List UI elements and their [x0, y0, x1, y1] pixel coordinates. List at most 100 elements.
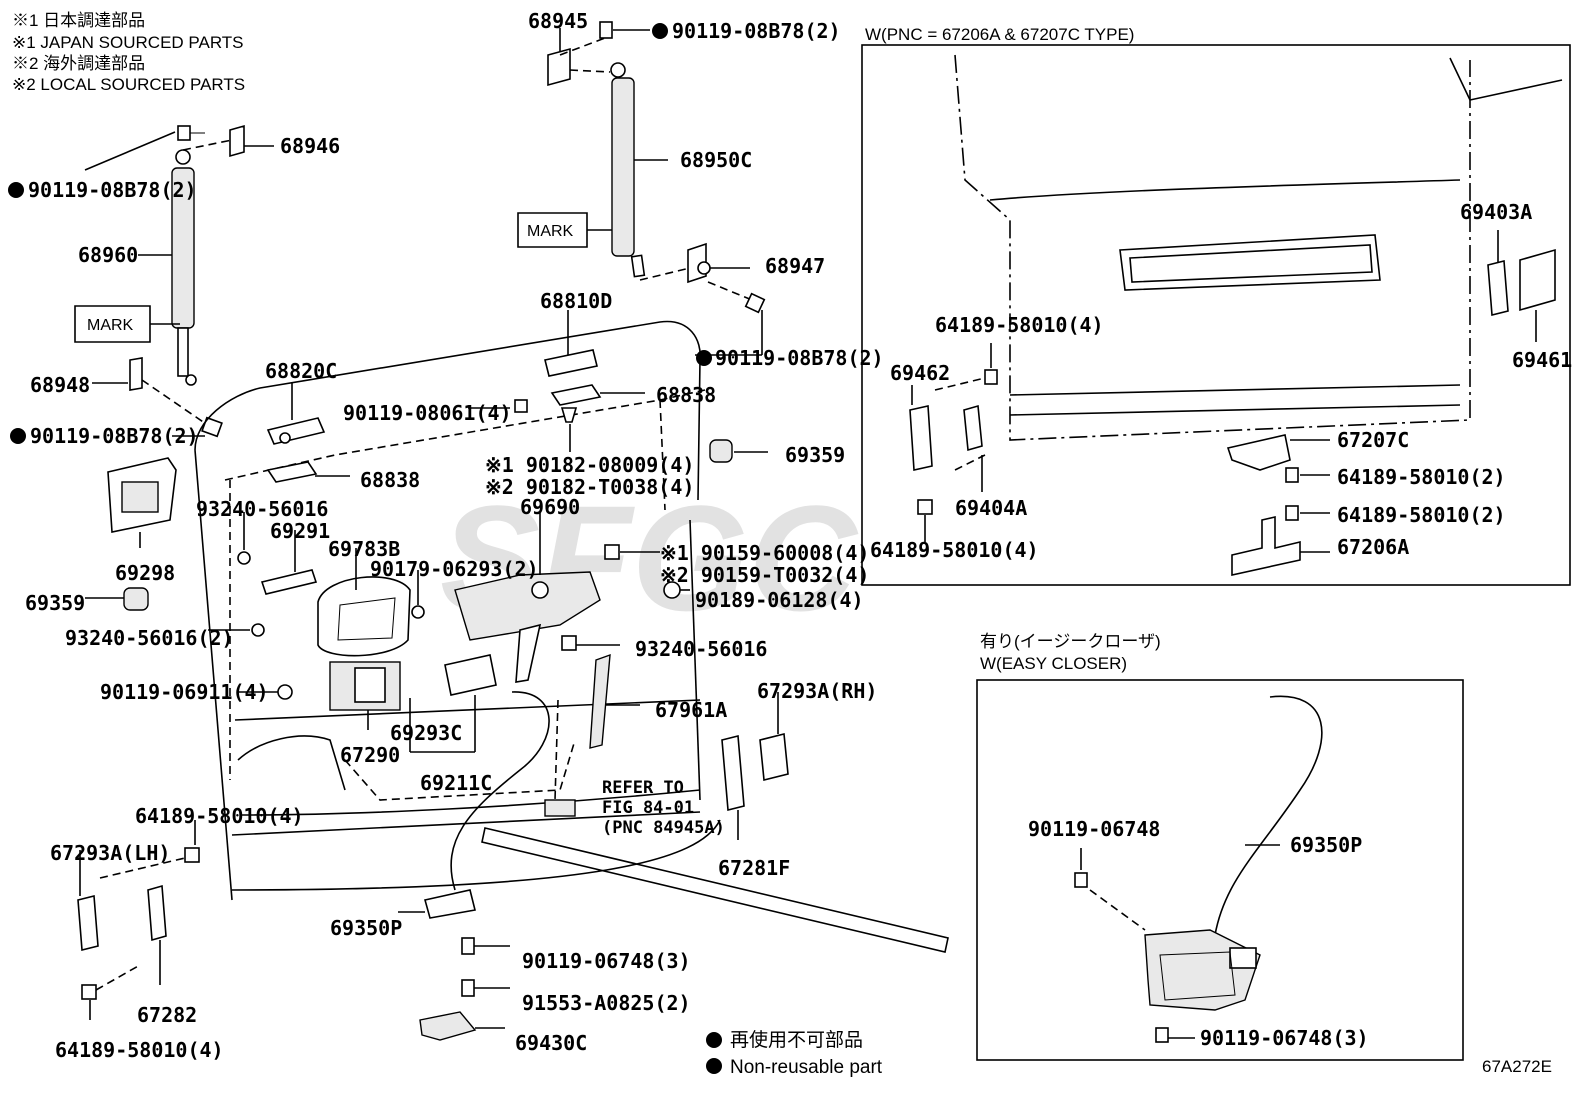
- label-64189-58010-e: 64189-58010(2): [1337, 503, 1506, 527]
- box-easy-title-en: W(EASY CLOSER): [980, 654, 1127, 673]
- refer-line-3: (PNC 84945A): [602, 818, 725, 838]
- shim-68838-icon: [266, 461, 318, 483]
- note-2-en: ※2 LOCAL SOURCED PARTS: [12, 75, 245, 94]
- bracket-67281F-icon: [721, 734, 745, 812]
- clip-icon: [560, 407, 578, 423]
- label-64189-58010-c: 64189-58010(4): [935, 313, 1104, 337]
- refer-line-2: FIG 84-01: [602, 798, 694, 818]
- actuator-69430C-icon: [419, 1011, 477, 1041]
- mark-callout-right: MARK: [517, 212, 617, 248]
- lock-69690-icon: [454, 571, 601, 683]
- bolt-icon: [81, 984, 97, 1000]
- label-69293C: 69293C: [390, 721, 462, 745]
- label-67293A-lh: 67293A(LH): [50, 841, 170, 865]
- label-69359-a: 69359: [785, 443, 845, 467]
- label-69783B: 69783B: [328, 537, 400, 561]
- figure-code: 67A272E: [1482, 1057, 1552, 1076]
- label-67961A: 67961A: [655, 698, 727, 722]
- label-64189-58010-a: 64189-58010(4): [135, 804, 304, 828]
- bracket-69461-icon: [1519, 248, 1556, 312]
- bolt-icon: [177, 125, 205, 141]
- bolt-icon: [744, 292, 766, 314]
- closer-69350P-icon: [424, 889, 476, 919]
- bracket-67282-icon: [147, 884, 167, 942]
- cover-67293A-lh-icon: [77, 894, 99, 952]
- non-reusable-dot-icon: [10, 428, 26, 444]
- label-68950C: 68950C: [680, 148, 752, 172]
- legend-jp: 再使用不可部品: [730, 1029, 863, 1051]
- hinge-68810D-icon: [544, 349, 598, 377]
- box-easy-title-jp: 有り(イージークローザ): [980, 632, 1161, 651]
- label-90119-06748-c: 90119-06748(3): [1200, 1026, 1369, 1050]
- label-93240-56016-c: 93240-56016: [635, 637, 767, 661]
- label-69291: 69291: [270, 519, 330, 543]
- label-68947: 68947: [765, 254, 825, 278]
- bolt-icon: [1285, 505, 1299, 521]
- bracket-69404A-icon: [963, 404, 983, 452]
- label-90182-08009: ※1 90182-08009(4): [485, 453, 694, 477]
- cover-67293A-rh-icon: [759, 732, 789, 782]
- bolt-icon: [461, 937, 475, 955]
- label-69298: 69298: [115, 561, 175, 585]
- handle-69211C-icon: [444, 654, 497, 696]
- label-68820C: 68820C: [265, 359, 337, 383]
- label-69462: 69462: [890, 361, 950, 385]
- label-90119-08B78-top: 90119-08B78(2): [672, 19, 841, 43]
- bracket-68947-icon: [687, 242, 711, 284]
- label-90189-06128: 90189-06128(4): [695, 588, 864, 612]
- label-68948: 68948: [30, 373, 90, 397]
- label-90119-08B78-mid: 90119-08B78(2): [715, 346, 884, 370]
- label-90119-08B78-left: 90119-08B78(2): [28, 178, 197, 202]
- bolt-icon: [1155, 1027, 1169, 1043]
- cable-69350P: [450, 691, 550, 891]
- note-1-jp: ※1 日本調達部品: [12, 11, 145, 30]
- handle-69291-icon: [260, 569, 318, 595]
- label-69403A: 69403A: [1460, 200, 1532, 224]
- bracket-68946-icon: [229, 124, 245, 158]
- switch-67290-icon: [329, 661, 401, 711]
- shim-68838-icon: [550, 384, 602, 406]
- bolt-icon: [604, 544, 620, 560]
- strap-67961A-icon: [589, 653, 611, 749]
- label-67293A-rh: 67293A(RH): [757, 679, 877, 703]
- label-64189-58010-b: 64189-58010(4): [55, 1038, 224, 1062]
- bracket-68945-icon: [547, 47, 571, 87]
- label-64189-58010-d: 64189-58010(2): [1337, 465, 1506, 489]
- mark-callout-left: MARK: [74, 305, 180, 343]
- refer-line-1: REFER TO: [602, 778, 684, 798]
- bolt-icon: [917, 499, 933, 515]
- cushion-69359-icon: [123, 587, 149, 611]
- label-91553-A0825: 91553-A0825(2): [522, 991, 691, 1015]
- label-67281F: 67281F: [718, 856, 790, 880]
- nut-icon: [277, 684, 293, 700]
- label-69211C: 69211C: [420, 771, 492, 795]
- label-67290: 67290: [340, 743, 400, 767]
- non-reusable-dot-icon: [696, 350, 712, 366]
- label-68810D: 68810D: [540, 289, 612, 313]
- bolt-icon: [201, 416, 223, 438]
- label-68945: 68945: [528, 9, 588, 33]
- legend-dot-icon: [706, 1032, 722, 1048]
- label-90159-T0032: ※2 90159-T0032(4): [660, 563, 869, 587]
- label-64189-58010-f: 64189-58010(4): [870, 538, 1039, 562]
- note-2-jp: ※2 海外調達部品: [12, 54, 145, 73]
- label-69690: 69690: [520, 495, 580, 519]
- cushion-69359-icon: [709, 439, 733, 463]
- bracket-69462-icon: [909, 405, 933, 471]
- bolt-icon: [599, 21, 613, 39]
- bolt-icon: [461, 979, 475, 997]
- gas-strut-right: [610, 62, 646, 278]
- label-68960: 68960: [78, 243, 138, 267]
- box-w-title: W(PNC = 67206A & 67207C TYPE): [865, 25, 1134, 44]
- label-69350P-b: 69350P: [1290, 833, 1362, 857]
- label-90182-T0038: ※2 90182-T0038(4): [485, 475, 694, 499]
- label-93240-56016-a: 93240-56016: [196, 497, 328, 521]
- cable-69350P-easy: [1214, 695, 1323, 936]
- bracket-67207C-icon: [1226, 434, 1291, 471]
- label-90179-06293: 90179-06293(2): [370, 557, 539, 581]
- svg-text:MARK: MARK: [87, 317, 134, 334]
- label-69430C: 69430C: [515, 1031, 587, 1055]
- closer-69350P-easy-icon: [1144, 929, 1261, 1011]
- note-1-en: ※1 JAPAN SOURCED PARTS: [12, 33, 244, 52]
